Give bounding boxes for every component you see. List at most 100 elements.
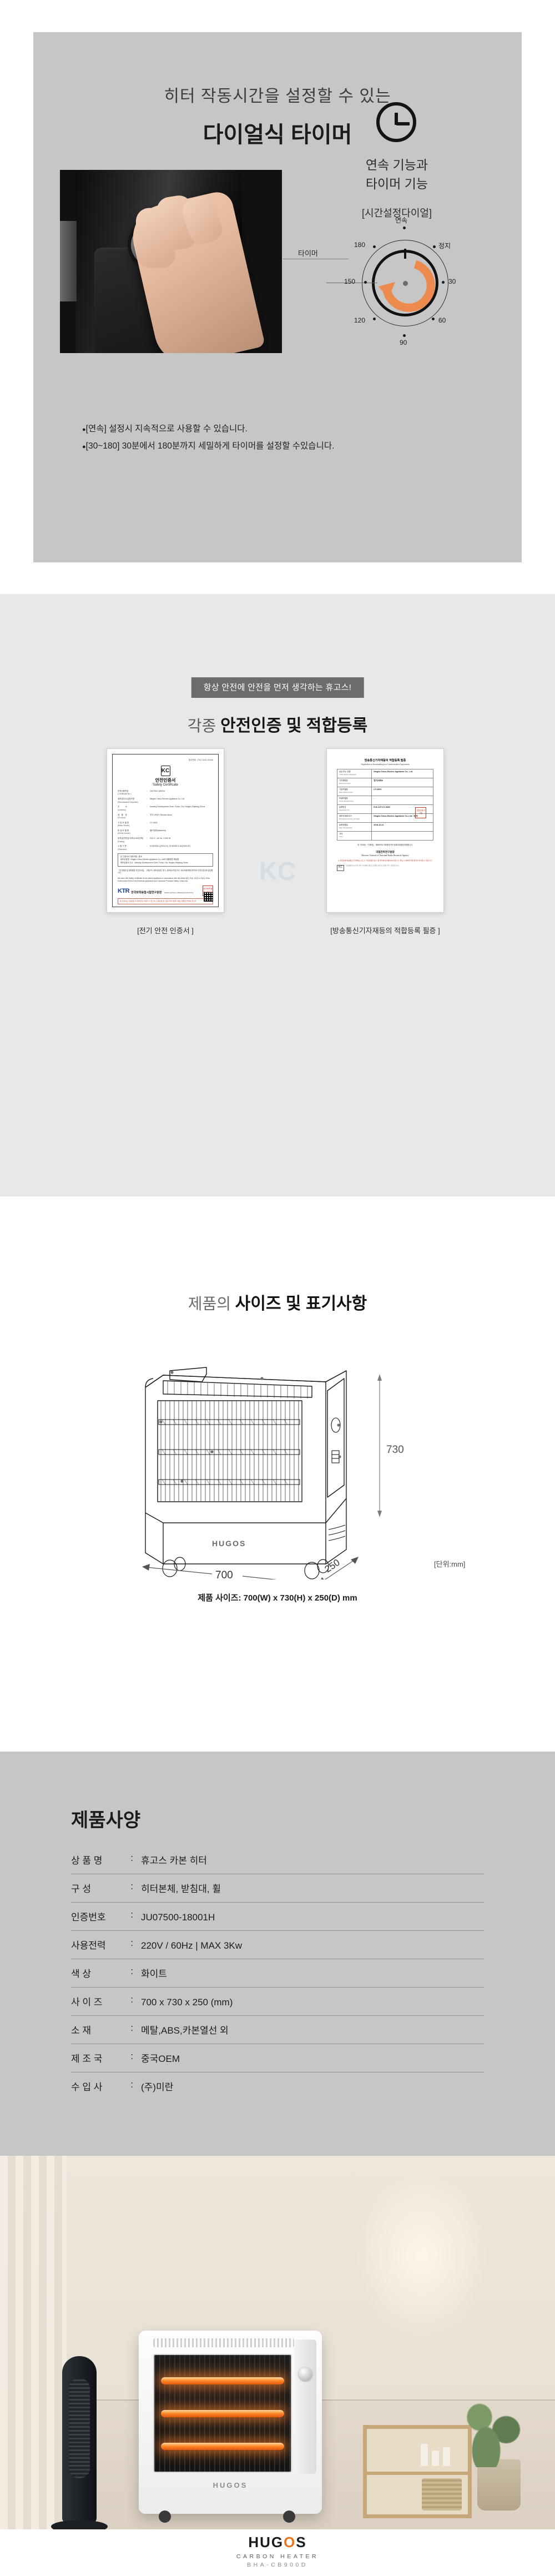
- timer-feature-caption: 연속 기능과 타이머 기능: [327, 155, 466, 193]
- cert-section-title: 각종 안전인증 및 적합등록: [0, 712, 555, 736]
- dial-label-90: 90: [400, 339, 407, 346]
- spec-value: 휴고스 카본 히터: [141, 1855, 207, 1866]
- dial-tick-120: [373, 318, 376, 320]
- heater-control-knob: [299, 2367, 312, 2381]
- spec-label: 소 재:: [71, 2022, 133, 2036]
- spec-label: 인증번호:: [71, 1909, 133, 1923]
- radio-field-value: Ningbo Cetus Electric Appliance Co., Ltd…: [371, 768, 433, 778]
- dial-tick-etick-180: [373, 245, 376, 248]
- heater-brand-logo: HUGOS: [213, 2481, 248, 2489]
- dial-outer-ring: [362, 240, 448, 326]
- dial-label-120: 120: [354, 316, 366, 324]
- cert-legal-note-ko: 「전기용품 및 생활용품 안전관리법」 시행규칙, 제조공정명, 형식, 제조장…: [118, 869, 213, 874]
- radio-signature-ko: 국립전파연구원장: [376, 850, 395, 853]
- dial-tick-30: [442, 281, 445, 284]
- heater-top-vent: [153, 2338, 294, 2347]
- cert-institute-en: KOREA TESTING & RESEARCH INSTITUTE: [164, 892, 194, 894]
- cert-field-value: JU07500-18001H: [150, 790, 165, 792]
- radio-registration-certificate-doc: 방송통신기자재등의 적합등록 필증 Registration of Broadc…: [326, 748, 444, 913]
- drawing-brand-label: HUGOS: [212, 1539, 246, 1548]
- cert-receipt-no: 접수번호 : CKC-2021-02440: [188, 759, 213, 761]
- cert-institute-row: KTR 한국화학융합시험연구원장 KOREA TESTING & RESEARC…: [118, 886, 213, 897]
- lifestyle-photo-section: HUGOS HUGOS CARBON HEATER BHA-CB900D: [0, 2156, 555, 2576]
- radio-field-value: 2018-10-11: [371, 822, 433, 832]
- cert-field-row: 주 소(Address) : Industry Development Zone…: [118, 806, 213, 812]
- window-light: [355, 2172, 488, 2339]
- cert-field-row: 안전인증번호(Certificate No.) : JU07500-18001H: [118, 790, 213, 796]
- cert-title-ko: 안전인증서: [155, 778, 176, 783]
- timer-connector-label: 타이머: [294, 248, 322, 258]
- spec-label: 사 이 즈:: [71, 1994, 133, 2008]
- radio-kc-desc: 적합성평가표시 부착 안내 / 기자재의 명칭 및 모델명 / 제조자 및 제조…: [346, 864, 399, 867]
- dial-rotation-arrow: [379, 260, 435, 312]
- heater-side-panel: [294, 2339, 316, 2474]
- heater-line-art: HUGOS 730 700 250: [142, 1367, 404, 1587]
- certification-section: 항상 안전에 안전을 먼저 생각하는 휴고스! 각종 안전인증 및 적합등록 K…: [0, 594, 555, 1196]
- cert-field-row: 제 품 명(Product) : 전기스토브 / Electric stove: [118, 814, 213, 820]
- radio-title-ko: 방송통신기자재등의 적합등록 필증: [364, 759, 406, 762]
- brand-model: BHA-CB900D: [247, 2562, 308, 2568]
- size-title-bold: 사이즈 및 표기사항: [235, 1295, 367, 1313]
- cert-field-value: Industry Development Zone, Fuhai, Cixi, …: [150, 806, 205, 808]
- cert-field-colon: :: [147, 837, 150, 843]
- dial-label-180: 180: [354, 241, 366, 249]
- cert-box-line: 본 인증서의 제조국명 : 중국: [120, 856, 143, 858]
- tower-fan: [62, 2356, 97, 2523]
- cert-field-row: 정격(정격전압/주파수/소비전력)(Rating) : 220 V~, 60 H…: [118, 837, 213, 843]
- cert-field-row: 시 험 기 준(Standard) : KC60335-1(2018-10), …: [118, 845, 213, 851]
- cert-field-row: 기 본 모 델 명(Basic Model) : CY-300C: [118, 822, 213, 828]
- cert-box-line: 제조공장의 주소 : Industry Development Zone, Fu…: [120, 861, 188, 864]
- plant-leaves: [460, 2384, 526, 2467]
- spec-value: 메탈,ABS,카본열선 외: [141, 2025, 229, 2036]
- brand-name-accent: O: [284, 2534, 296, 2550]
- cert-field-value: CY-300C: [150, 821, 158, 824]
- spec-table: 상 품 명: 휴고스 카본 히터 구 성: 히터본체, 받침대, 휠 인증번호:…: [71, 1853, 484, 2107]
- radio-title-en: Registration of Broadcasting and Communi…: [361, 763, 410, 766]
- brand-name: HUGOS: [248, 2534, 307, 2550]
- spec-section-title: 제품사양: [71, 1810, 141, 1831]
- brand-footer: HUGOS CARBON HEATER BHA-CB900D: [0, 2529, 555, 2576]
- cert-field-row: 제조업자/수입업자명(Manufacturer/Importer) : Ning…: [118, 798, 213, 804]
- cert-legal-note-en: We issue this Safety Certificate for the…: [118, 877, 210, 882]
- cert-field-colon: :: [147, 829, 150, 836]
- cert-field-key: 파 생 모 델 명(Series Model): [118, 829, 130, 835]
- curtain: [0, 2156, 67, 2576]
- cert-institute-names: 한국화학융합시험연구원장 KOREA TESTING & RESEARCH IN…: [131, 886, 193, 896]
- cert-title-en: Safety Certificate: [153, 783, 178, 787]
- cert-red-warning: 본 인증서는 인증받은 자 명의로만 사용할 수 있으며, 인증번호 및 인증사…: [118, 898, 213, 904]
- carbon-heating-bar: [161, 2442, 284, 2450]
- radio-field-value: CY-300C: [371, 786, 433, 796]
- spec-value: 화이트: [141, 1969, 167, 1979]
- cert-caption-right: [방송통신기자재등의 적합등록 필증 ]: [330, 927, 440, 935]
- spec-value: JU07500-18001H: [141, 1912, 215, 1923]
- spec-row: 인증번호: JU07500-18001H: [71, 1909, 484, 1931]
- spec-row: 제 조 국: 중국OEM: [71, 2051, 484, 2072]
- radio-doc-inner: 방송통신기자재등의 적합등록 필증 Registration of Broadc…: [332, 754, 438, 907]
- timer-dial-photo: [60, 170, 282, 353]
- cert-field-colon: :: [147, 822, 150, 828]
- spec-row: 사 이 즈: 700 x 730 x 250 (mm): [71, 1994, 484, 2016]
- cert-field-colon: :: [147, 814, 150, 820]
- dial-label-60: 60: [438, 316, 446, 324]
- cert-field-value: Ningbo Cetus Electric Appliance Co.,Ltd: [150, 798, 185, 801]
- cert-badge: 항상 안전에 안전을 먼저 생각하는 휴고스!: [191, 677, 364, 698]
- timer-bullet-item: [30~180] 30분에서 180분까지 세밀하게 타이머를 설정할 수있습니…: [82, 438, 504, 455]
- timer-panel: 히터 작동시간을 설정할 수 있는 다이얼식 타이머 타이머 연속 기능과 타이…: [33, 32, 522, 562]
- cert-field-key: 제조업자/수입업자명(Manufacturer/Importer): [118, 798, 138, 803]
- kc-mark-icon: KC: [160, 766, 170, 776]
- cert-field-colon: :: [147, 798, 150, 804]
- dial-label-stop: 정지: [438, 242, 451, 250]
- dial-label-30: 30: [448, 278, 456, 285]
- radio-foot-note: 위 기자재는 「전파법」 제58조의2 제3항에 따라 등록되었음을 증명합니다…: [357, 843, 413, 846]
- cert-title-bold: 안전인증 및 적합등록: [220, 717, 368, 735]
- timer-feature-caption-line1: 연속 기능과: [365, 158, 428, 172]
